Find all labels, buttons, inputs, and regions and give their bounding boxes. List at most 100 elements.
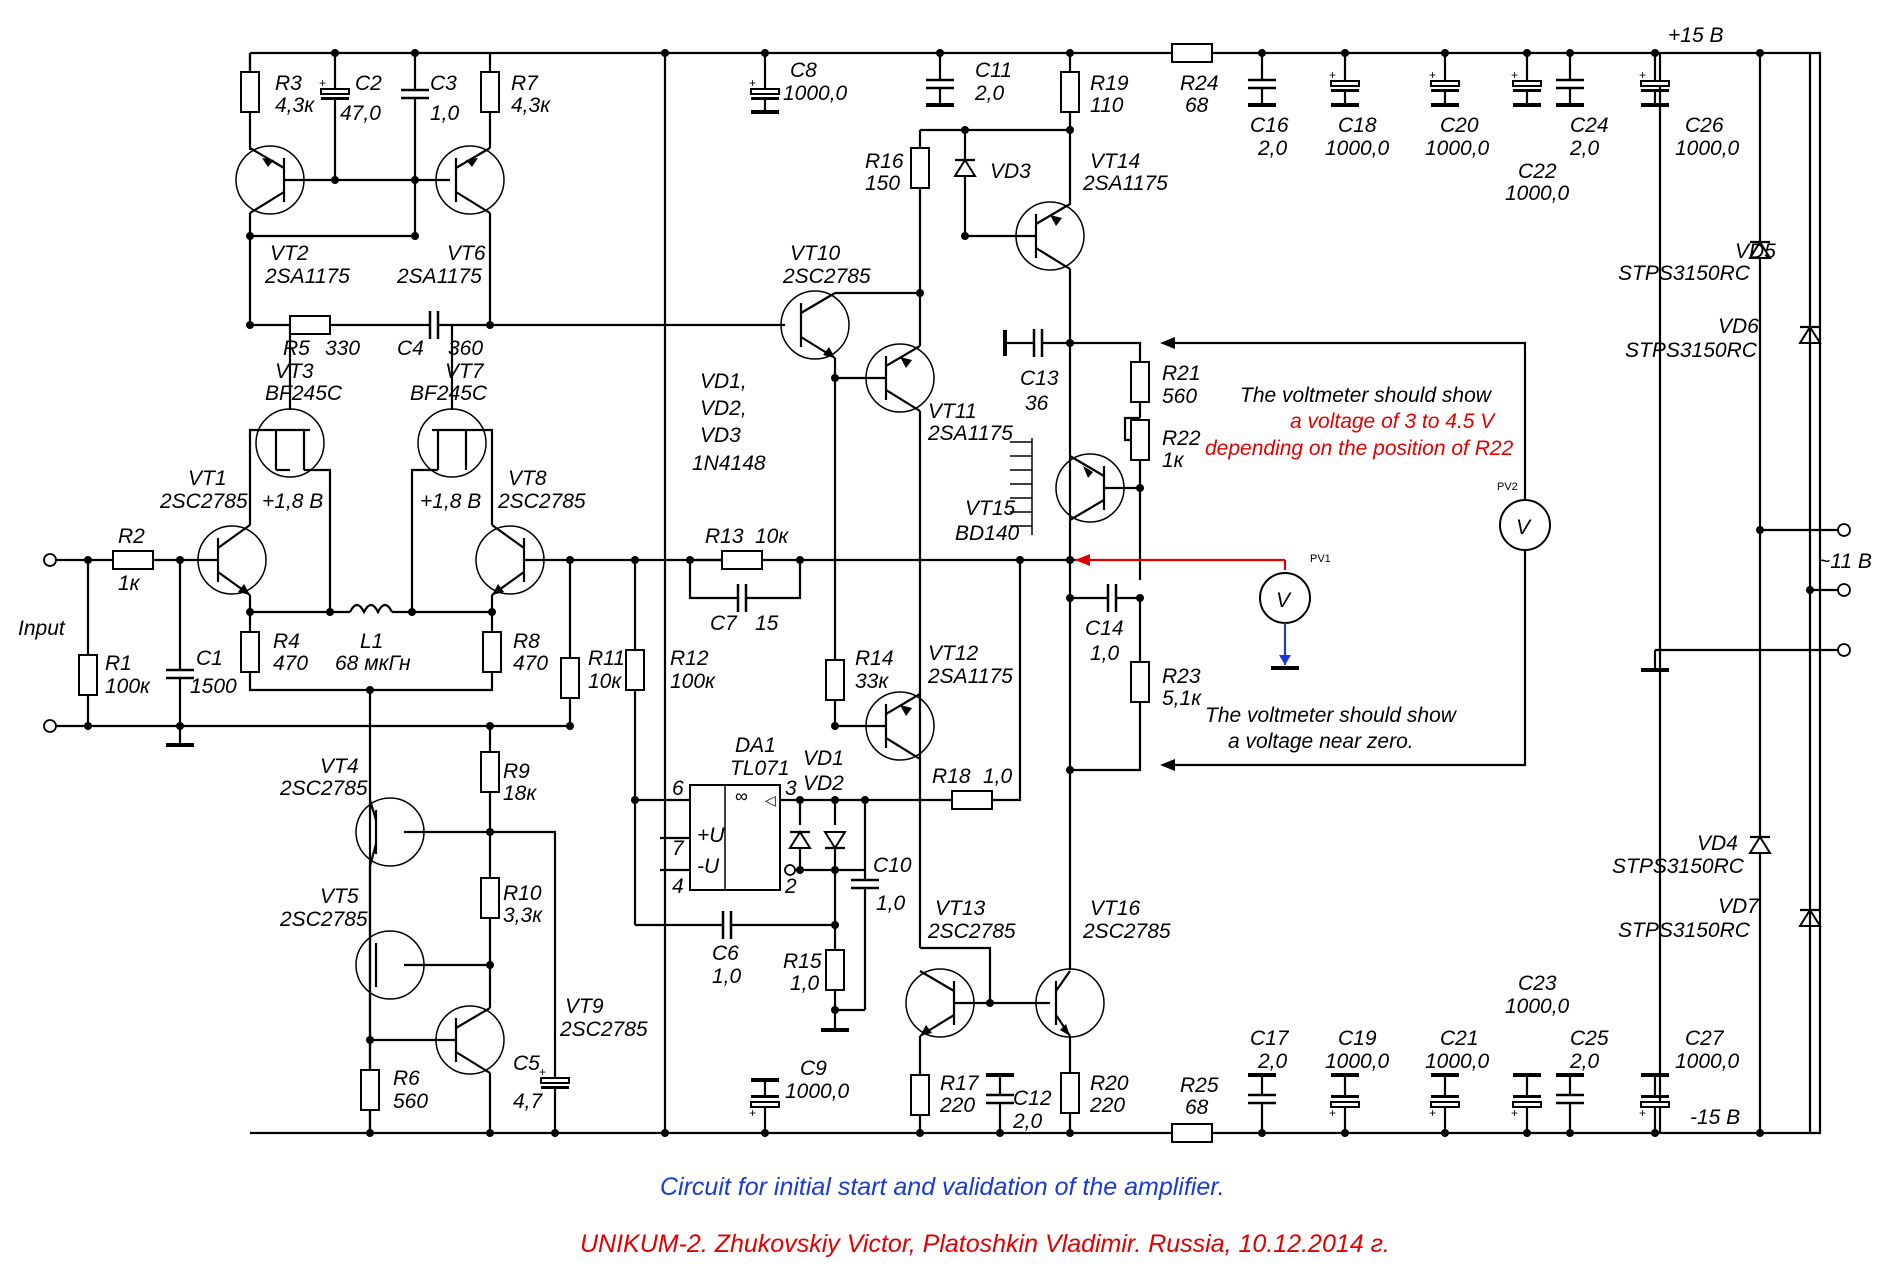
pv1-label: PV1 xyxy=(1310,553,1331,565)
svg-text:C20: C20 xyxy=(1440,114,1479,137)
svg-text:STPS3150RC: STPS3150RC xyxy=(1625,339,1758,362)
svg-text:1к: 1к xyxy=(118,572,141,595)
svg-text:C4: C4 xyxy=(397,337,424,360)
svg-text:4,3к: 4,3к xyxy=(275,94,315,117)
input-terminal-top[interactable] xyxy=(43,553,57,567)
resistor-r17 xyxy=(910,1074,930,1116)
current-mirror xyxy=(235,49,785,341)
svg-text:BF245C: BF245C xyxy=(410,382,488,405)
ground-terminal[interactable] xyxy=(1837,643,1851,657)
caption-title: Circuit for initial start and validation… xyxy=(660,1173,1225,1201)
svg-text:7: 7 xyxy=(672,837,685,860)
transistor-vt7 xyxy=(417,408,487,478)
resistor-r18 xyxy=(951,790,993,810)
transistor-vt10 xyxy=(780,290,850,360)
svg-text:R12: R12 xyxy=(670,647,709,670)
svg-text:6: 6 xyxy=(672,777,684,800)
svg-text:BF245C: BF245C xyxy=(265,382,343,405)
svg-text:R19: R19 xyxy=(1090,72,1129,95)
svg-text:VT8: VT8 xyxy=(508,467,547,490)
svg-text:VD4: VD4 xyxy=(1697,832,1738,855)
svg-text:36: 36 xyxy=(1025,392,1049,415)
ac-terminal-1[interactable] xyxy=(1837,523,1851,537)
svg-text:C6: C6 xyxy=(712,942,739,965)
svg-text:C13: C13 xyxy=(1020,367,1059,390)
svg-text:C7: C7 xyxy=(710,612,738,635)
svg-text:VD2,: VD2, xyxy=(700,397,747,420)
resistor-r1 xyxy=(78,654,98,696)
svg-text:2SA1175: 2SA1175 xyxy=(1082,172,1168,195)
svg-text:R8: R8 xyxy=(513,630,540,653)
svg-text:C9: C9 xyxy=(800,1057,827,1080)
svg-text:1000,0: 1000,0 xyxy=(1425,137,1490,160)
svg-text:+U: +U xyxy=(697,824,725,847)
svg-text:4,3к: 4,3к xyxy=(511,94,551,117)
svg-text:68: 68 xyxy=(1185,94,1209,117)
ac-terminal-2[interactable] xyxy=(1837,583,1851,597)
svg-text:VD2: VD2 xyxy=(803,772,844,795)
svg-text:VD7: VD7 xyxy=(1718,895,1760,918)
note-bottom-line1: The voltmeter should show xyxy=(1205,704,1458,727)
svg-text:R18: R18 xyxy=(932,765,971,788)
svg-text:R7: R7 xyxy=(511,72,539,95)
input-terminal-bottom[interactable] xyxy=(43,719,57,733)
vas-driver xyxy=(661,49,1105,1137)
resistor-r4 xyxy=(240,631,260,673)
svg-text:STPS3150RC: STPS3150RC xyxy=(1618,919,1751,942)
svg-text:C2: C2 xyxy=(355,72,382,95)
svg-text:C26: C26 xyxy=(1685,114,1724,137)
svg-text:33к: 33к xyxy=(855,670,889,693)
svg-text:2,0: 2,0 xyxy=(1569,1050,1600,1073)
svg-text:VT3: VT3 xyxy=(275,360,314,383)
svg-text:VT10: VT10 xyxy=(790,242,841,265)
note-top-line1: The voltmeter should show xyxy=(1240,384,1493,407)
svg-text:VT11: VT11 xyxy=(928,400,977,423)
svg-text:R1: R1 xyxy=(105,652,132,675)
svg-text:R22: R22 xyxy=(1162,427,1201,450)
svg-text:1000,0: 1000,0 xyxy=(1675,137,1740,160)
svg-text:2,0: 2,0 xyxy=(1257,1050,1288,1073)
resistor-r25 xyxy=(1171,1123,1213,1143)
svg-text:3: 3 xyxy=(785,777,797,800)
svg-text:VT1: VT1 xyxy=(188,467,227,490)
svg-text:1500: 1500 xyxy=(190,675,237,698)
jfet-voltage-right: +1,8 B xyxy=(420,490,481,513)
svg-text:150: 150 xyxy=(865,172,900,195)
svg-text:1,0: 1,0 xyxy=(983,765,1013,788)
capacitor-c17 xyxy=(1246,1093,1278,1105)
svg-text:68: 68 xyxy=(1185,1096,1209,1119)
diode-vd2 xyxy=(823,830,847,850)
svg-text:R16: R16 xyxy=(865,150,904,173)
svg-text:R10: R10 xyxy=(503,882,542,905)
heatsink-icon xyxy=(1010,438,1033,535)
supply-pos-label: +15 B xyxy=(1668,24,1723,47)
power-filter xyxy=(1171,43,1671,1143)
svg-text:1N4148: 1N4148 xyxy=(692,452,766,475)
input-stage xyxy=(43,550,570,747)
svg-text:DA1: DA1 xyxy=(735,734,776,757)
capacitor-c7 xyxy=(736,582,748,614)
svg-text:R2: R2 xyxy=(118,525,145,548)
svg-text:5,1к: 5,1к xyxy=(1162,687,1202,710)
svg-text:C10: C10 xyxy=(873,854,912,877)
svg-text:C18: C18 xyxy=(1338,114,1377,137)
resistor-r12 xyxy=(625,649,645,691)
svg-text:STPS3150RC: STPS3150RC xyxy=(1618,262,1751,285)
caption-authors: UNIKUM-2. Zhukovskiy Victor, Platoshkin … xyxy=(580,1230,1390,1258)
transistor-vt3 xyxy=(255,408,325,478)
svg-text:470: 470 xyxy=(273,652,308,675)
capacitor-c4 xyxy=(428,309,440,341)
resistor-r22 xyxy=(1130,419,1150,461)
svg-text:1000,0: 1000,0 xyxy=(783,82,848,105)
svg-text:100к: 100к xyxy=(670,670,716,693)
svg-text:C19: C19 xyxy=(1338,1027,1377,1050)
svg-text:2SA1175: 2SA1175 xyxy=(927,665,1013,688)
svg-text:C27: C27 xyxy=(1685,1027,1725,1050)
svg-text:330: 330 xyxy=(325,337,360,360)
svg-text:220: 220 xyxy=(939,1094,975,1117)
output-stage xyxy=(1003,49,1551,970)
resistor-r7 xyxy=(480,71,500,113)
svg-text:1000,0: 1000,0 xyxy=(1325,1050,1390,1073)
svg-text:C23: C23 xyxy=(1518,972,1557,995)
svg-text:R23: R23 xyxy=(1162,665,1201,688)
